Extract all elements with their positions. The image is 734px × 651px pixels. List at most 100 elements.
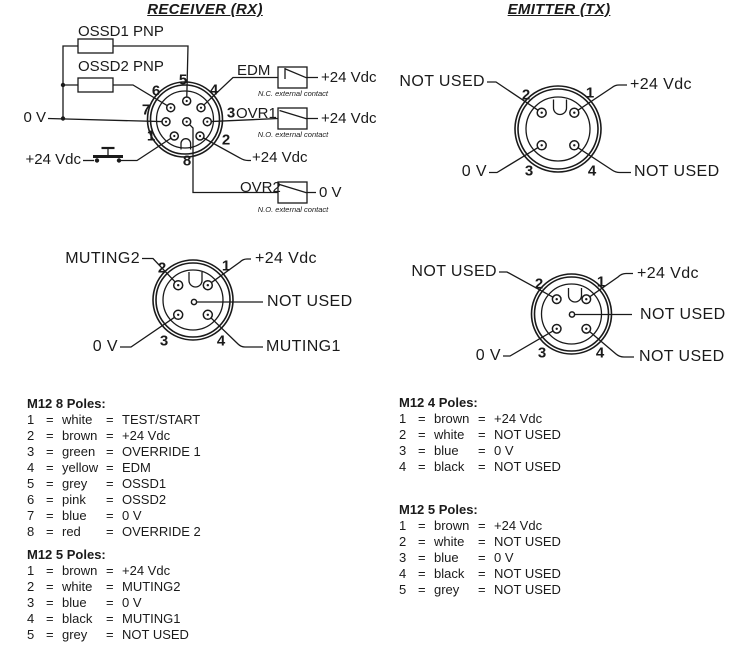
pin-table-title: M12 8 Poles: [27,396,106,411]
supply-wire [573,84,627,114]
tx4-pin1-label: +24 Vdc [630,76,692,93]
signal-name-cell: +24 Vdc [122,563,171,578]
wire-color-cell: white [62,579,93,594]
wire-color-cell: black [62,611,93,626]
signal-name-cell: +24 Vdc [494,411,543,426]
pin-table-row: 5=grey=NOT USED [399,582,561,598]
pin-table-row: 8=red=OVERRIDE 2 [27,524,201,540]
equals-sign: = [46,428,54,443]
equals-sign: = [106,444,114,459]
ovr1-supply-label: +24 Vdc [321,110,377,127]
signal-name-cell: OVERRIDE 1 [122,444,201,459]
signal-name-cell: OSSD1 [122,476,167,491]
wire-color-cell: brown [62,563,98,578]
equals-sign: = [46,611,54,626]
ovr1-contact-box [277,107,318,130]
wire-color-cell: white [434,427,465,442]
pin-number-cell: 4 [399,566,407,581]
equals-sign: = [106,595,114,610]
pin-number-cell: 3 [399,443,407,458]
pin-number-cell: 2 [27,579,35,594]
wire-color-cell: blue [62,595,87,610]
wire-color-cell: green [62,444,96,459]
pin-number-cell: 1 [27,412,35,427]
wire-color-cell: black [434,566,465,581]
emitter-header: EMITTER (TX) [507,1,611,18]
pin-table-row: 5=grey=OSSD1 [27,476,201,492]
signal-name-cell: +24 Vdc [122,428,171,443]
wire-color-cell: brown [434,411,470,426]
tx4-pin-holes [536,107,580,151]
equals-sign: = [478,411,486,426]
equals-sign: = [106,492,114,507]
equals-sign: = [418,582,426,597]
rx5-pin1-number: 1 [221,257,231,275]
pin-table-title: M12 4 Poles: [399,395,478,410]
pin-table-title: M12 5 Poles: [27,547,106,562]
edm-contact-box [277,66,318,89]
rx5-pin3-label: 0 V [92,338,118,355]
pin-table-row: 1=brown=+24 Vdc [27,563,189,579]
pin-table-row: 3=green=OVERRIDE 1 [27,444,201,460]
rx8-pin3-number: 3 [226,104,236,122]
ovr2-label: OVR2 [240,179,281,196]
pin-table-row: 4=black=NOT USED [399,566,561,582]
pin-number-cell: 5 [27,627,35,642]
ossd1-label: OSSD1 PNP [78,23,164,40]
zero-v-label: 0 V [23,109,46,126]
pin-number-cell: 1 [399,411,407,426]
wire-color-cell: white [62,412,93,427]
equals-sign: = [106,460,114,475]
pin-number-cell: 2 [27,428,35,443]
pin-number-cell: 5 [399,582,407,597]
rx8-pin8-number: 8 [182,152,192,170]
ossd1-to-pin5-wire [113,45,189,102]
muting2-wire [142,257,179,286]
tx4-pin3-number: 3 [524,162,534,180]
wire-color-cell: black [434,459,465,474]
signal-name-cell: NOT USED [122,627,189,642]
pin-number-cell: 3 [27,444,35,459]
equals-sign: = [478,582,486,597]
ovr1-label: OVR1 [236,105,277,122]
rx5-pin1-label: +24 Vdc [255,250,317,267]
equals-sign: = [478,443,486,458]
not-used-wire [487,81,543,114]
pin-table-row: 3=blue=0 V [27,595,189,611]
wire-color-cell: blue [62,508,87,523]
signal-name-cell: +24 Vdc [494,518,543,533]
rx8-pin7-number: 7 [141,101,151,119]
rx8-pin6-number: 6 [151,82,161,100]
pin-table-row: 1=brown=+24 Vdc [399,411,561,427]
edm-label: EDM [237,62,271,79]
rx5-pin2-number: 2 [157,259,167,277]
signal-name-cell: 0 V [494,550,514,565]
edm-supply-label: +24 Vdc [321,69,377,86]
equals-sign: = [106,563,114,578]
equals-sign: = [478,427,486,442]
wire-color-cell: pink [62,492,86,507]
tx4-pin1-number: 1 [585,84,595,102]
tx5-pin3-number: 3 [537,344,547,362]
pin-table-row: 1=brown=+24 Vdc [399,518,561,534]
equals-sign: = [478,518,486,533]
rx8-pin4-number: 4 [209,81,219,99]
wire-color-cell: red [62,524,81,539]
pin-number-cell: 8 [27,524,35,539]
pin-table-row: 4=black=NOT USED [399,459,561,475]
equals-sign: = [106,412,114,427]
pin-table-row: 3=blue=0 V [399,443,561,459]
equals-sign: = [46,595,54,610]
rx5-pin2-label: MUTING2 [65,250,140,267]
rx5-pin-holes [172,279,214,321]
wire-color-cell: grey [62,627,88,642]
pin-table-row: 6=pink=OSSD2 [27,492,201,508]
ovr2-contact-note: N.O. external contact [257,205,329,214]
